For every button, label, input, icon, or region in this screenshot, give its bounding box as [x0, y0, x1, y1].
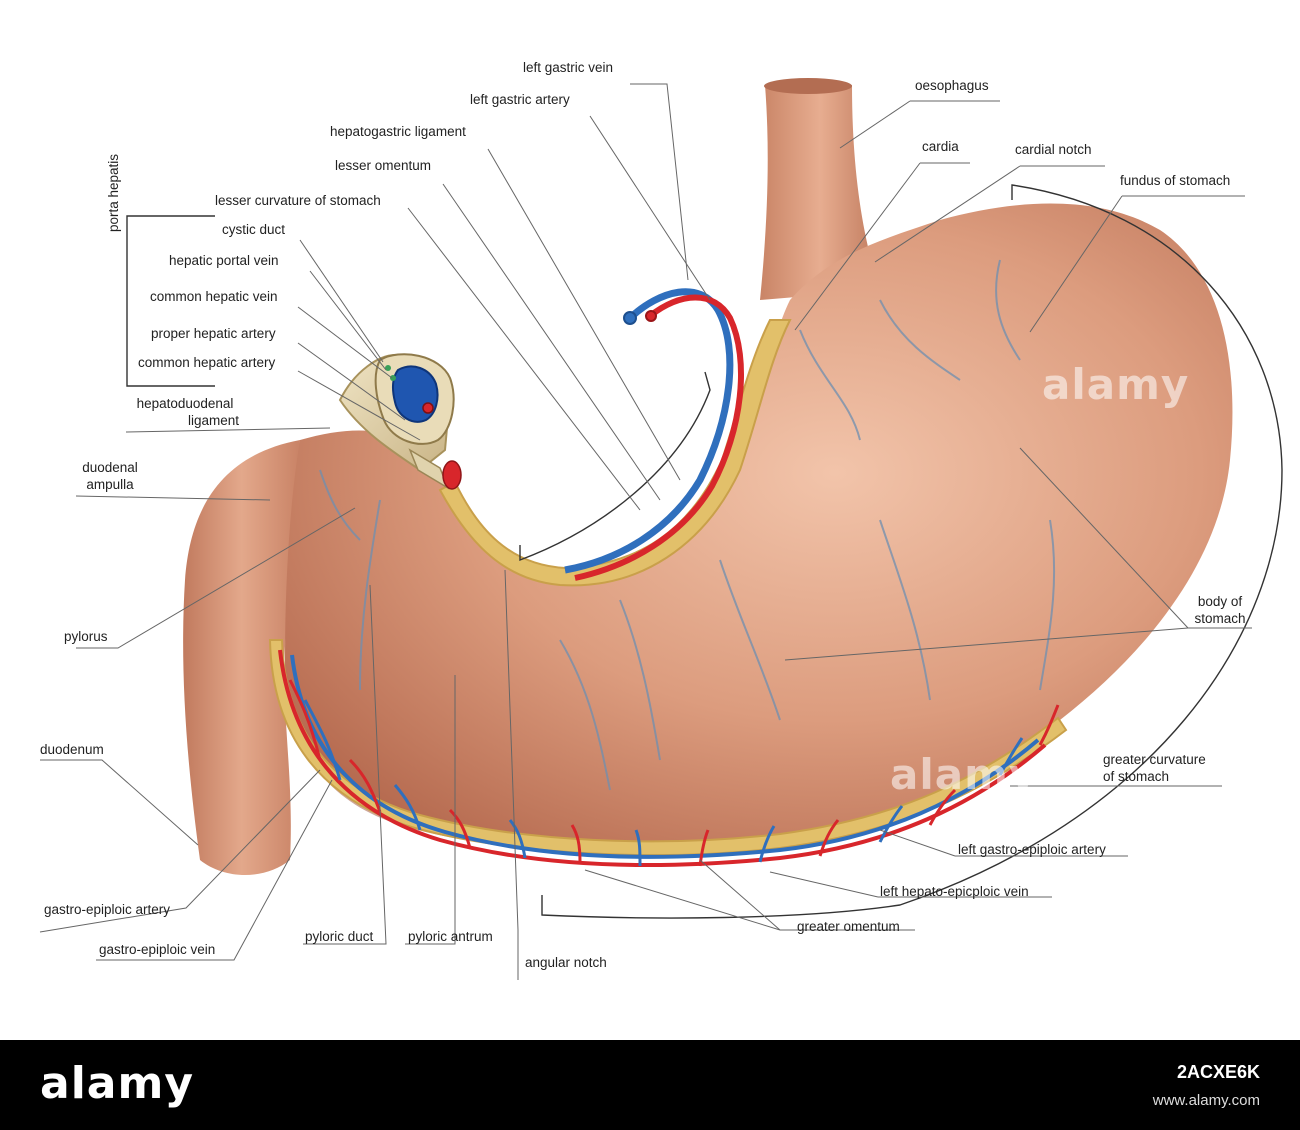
label-gastro-epiploic-artery: gastro-epiploic artery [44, 902, 171, 917]
label-proper-hepatic-artery: proper hepatic artery [151, 326, 276, 341]
label-gastro-epiploic-vein: gastro-epiploic vein [99, 942, 216, 957]
stomach-illustration [39, 78, 1283, 980]
label-left-gastric-artery: left gastric artery [470, 92, 570, 107]
watermark-bottom: alamy [890, 750, 1038, 799]
label-left-hepato-epicploic-vein: left hepato-epicploic vein [880, 884, 1029, 899]
label-duodenal-ampulla-line1: duodenal [82, 460, 138, 475]
label-common-hepatic-vein: common hepatic vein [150, 289, 278, 304]
alamy-logo: alamy [40, 1058, 194, 1109]
label-greater-curvature-line2: of stomach [1103, 769, 1170, 784]
label-oesophagus: oesophagus [915, 78, 989, 93]
label-cystic-duct: cystic duct [222, 222, 286, 237]
label-hepatogastric-ligament: hepatogastric ligament [330, 124, 466, 139]
label-left-gastric-vein: left gastric vein [523, 60, 614, 75]
label-porta-hepatis: porta hepatis [106, 153, 121, 233]
left-gastric-artery-vessel [574, 294, 744, 581]
duodenum-tube [183, 440, 300, 875]
label-fundus-of-stomach: fundus of stomach [1120, 173, 1231, 188]
label-greater-curvature-line1: greater curvature [1103, 752, 1206, 767]
anatomy-diagram: alamy alamy left gastric vein left gastr… [39, 60, 1283, 980]
greater-omentum-fat [268, 639, 1068, 857]
stock-footer-bar: alamy 2ACXE6K www.alamy.com [0, 1040, 1300, 1130]
label-pylorus: pylorus [64, 629, 108, 644]
label-lesser-omentum: lesser omentum [335, 158, 432, 173]
label-hepatoduodenal-ligament-line2: ligament [187, 413, 239, 428]
label-left-gastro-epiploic-artery: left gastro-epiploic artery [958, 842, 1106, 857]
image-id: 2ACXE6K [1176, 1062, 1260, 1082]
gastro-epiploic-artery-vessel [278, 649, 1047, 867]
label-hepatoduodenal-ligament-line1: hepatoduodenal [136, 396, 234, 411]
lesser-curvature-bracket [519, 371, 711, 562]
leader-lines [39, 83, 1252, 980]
footer-url: www.alamy.com [1152, 1092, 1260, 1109]
label-greater-omentum: greater omentum [797, 919, 900, 934]
label-pyloric-duct: pyloric duct [305, 929, 374, 944]
label-cardial-notch: cardial notch [1015, 142, 1092, 157]
stomach-body [285, 203, 1233, 846]
greater-curvature-bracket [541, 184, 1283, 919]
label-body-of-stomach-line1: body of [1197, 594, 1243, 609]
left-gastric-vein-vessel [564, 288, 734, 574]
label-duodenal-ampulla-line2: ampulla [86, 477, 134, 492]
label-common-hepatic-artery: common hepatic artery [138, 355, 276, 370]
watermark-right: alamy [1042, 360, 1190, 409]
label-pyloric-antrum: pyloric antrum [408, 929, 493, 944]
label-cardia: cardia [922, 139, 959, 154]
label-body-of-stomach-line2: stomach [1194, 611, 1246, 626]
gastro-epiploic-vein-vessel [290, 654, 1040, 859]
label-lesser-curvature: lesser curvature of stomach [215, 193, 381, 208]
label-angular-notch: angular notch [525, 955, 607, 970]
porta-hepatis-bracket [126, 215, 215, 387]
oesophagus-tube [760, 85, 880, 300]
label-hepatic-portal-vein: hepatic portal vein [169, 253, 279, 268]
label-duodenum: duodenum [40, 742, 104, 757]
